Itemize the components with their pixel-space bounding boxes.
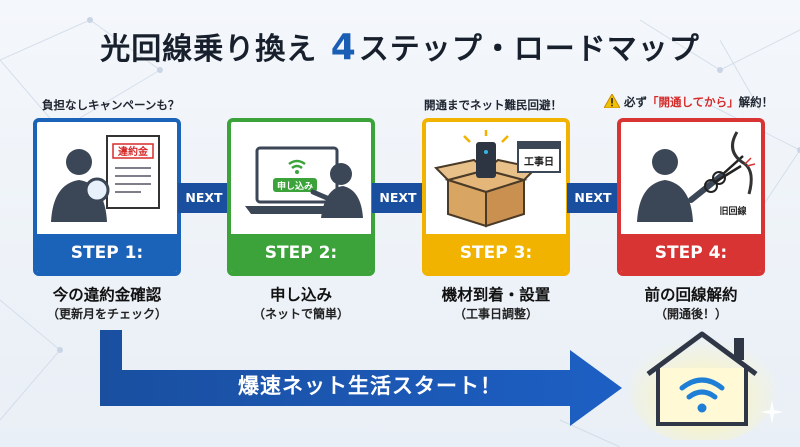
router-box-illustration: 工事日 xyxy=(433,130,561,228)
next-label-2: NEXT xyxy=(379,190,417,205)
cut-cable-illustration: 旧回線 xyxy=(637,131,756,222)
step-3-card: 工事日 STEP 3: xyxy=(422,118,570,276)
contract-check-illustration: 違約金 xyxy=(51,135,160,222)
step-2-band: STEP 2: xyxy=(231,234,371,272)
step-4-card: 旧回線 STEP 4: xyxy=(617,118,765,276)
home-wifi-icon xyxy=(630,331,776,440)
next-label-3: NEXT xyxy=(574,190,612,205)
flow-arrow xyxy=(100,330,622,426)
flow-text: 爆速ネット生活スタート！ xyxy=(238,374,502,398)
step-1-band: STEP 1: xyxy=(37,234,177,272)
step-2-tag: 申し込み xyxy=(277,180,313,192)
step-3-label: 機材到着・設置 xyxy=(441,286,551,304)
note-step4: 必ず「開通してから」解約！ xyxy=(603,92,773,110)
title-main: 光回線乗り換え xyxy=(100,32,318,67)
step-3-band: STEP 3: xyxy=(426,234,566,272)
step-3-sub: （工事日調整） xyxy=(453,307,538,321)
step-2-card: 申し込み STEP 2: xyxy=(227,118,375,276)
sparkle-icon xyxy=(760,400,784,424)
step-1-card: 違約金 STEP 1: xyxy=(33,118,181,276)
step-3-tag: 工事日 xyxy=(524,155,554,168)
step-1-tag: 違約金 xyxy=(118,145,149,158)
step-2-label: 申し込み xyxy=(269,286,332,304)
step-1-label: 今の違約金確認 xyxy=(52,286,162,304)
step-4-label: 前の回線解約 xyxy=(644,286,738,304)
note-step3: 開通までネット難民回避！ xyxy=(424,98,562,112)
step-4-tag: 旧回線 xyxy=(719,205,746,217)
title-number: 4 xyxy=(330,27,357,68)
note-step4-highlight: 「開通してから」 xyxy=(647,95,739,109)
next-arrow-1 xyxy=(178,183,240,213)
warning-icon xyxy=(603,92,621,109)
page-title: 光回線乗り換え 4ステップ・ロードマップ xyxy=(0,24,800,68)
title-rest: ステップ・ロードマップ xyxy=(358,32,700,67)
laptop-apply-illustration: 申し込み xyxy=(245,146,363,218)
next-arrow-3 xyxy=(567,183,629,213)
note-step1: 負担なしキャンペーンも？ xyxy=(42,98,180,112)
step-1-sub: （更新月をチェック） xyxy=(46,307,167,321)
step-4-sub: （開通後！） xyxy=(654,307,727,321)
step-4-band: STEP 4: xyxy=(621,234,761,272)
step-2-sub: （ネットで簡単） xyxy=(252,307,349,321)
next-arrow-2 xyxy=(372,183,434,213)
next-label-1: NEXT xyxy=(185,190,223,205)
